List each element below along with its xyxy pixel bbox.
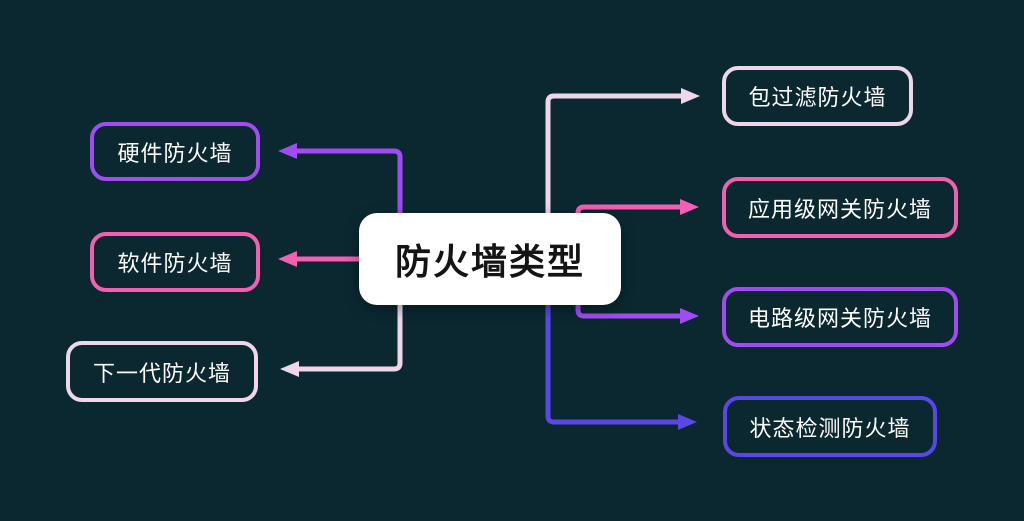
connector-app-gateway-firewall xyxy=(575,199,699,215)
connector-stateful-inspection-firewall xyxy=(545,303,697,430)
connector-software-firewall xyxy=(278,251,359,267)
app-gateway-firewall-label: 应用级网关防火墙 xyxy=(747,197,932,223)
stateful-inspection-firewall-label: 状态检测防火墙 xyxy=(749,416,911,442)
node-next-gen-firewall[interactable]: 下一代防火墙 xyxy=(66,341,258,402)
connector-line-next-gen xyxy=(297,303,403,372)
arrowhead-next-gen xyxy=(280,361,299,377)
connector-line-circuit-gateway xyxy=(575,303,682,319)
connector-line-hardware xyxy=(295,148,403,215)
connector-circuit-gateway-firewall xyxy=(575,303,699,324)
arrowhead-app-gateway xyxy=(680,199,699,215)
arrowhead-packet-filter xyxy=(681,88,700,104)
connector-line-app-gateway xyxy=(575,204,682,215)
packet-filter-firewall-label: 包过滤防火墙 xyxy=(748,86,887,111)
node-hardware-firewall[interactable]: 硬件防火墙 xyxy=(90,122,260,181)
software-firewall-label: 软件防火墙 xyxy=(117,252,233,277)
connector-hardware-firewall xyxy=(278,143,403,215)
node-circuit-gateway-firewall[interactable]: 电路级网关防火墙 xyxy=(722,287,958,347)
node-stateful-inspection-firewall[interactable]: 状态检测防火墙 xyxy=(723,396,937,457)
connector-line-packet-filter xyxy=(545,93,683,215)
node-center-topic[interactable]: 防火墙类型 xyxy=(359,213,621,305)
arrowhead-circuit-gateway xyxy=(680,308,699,324)
next-gen-firewall-label: 下一代防火墙 xyxy=(92,361,231,387)
circuit-gateway-firewall-label: 电路级网关防火墙 xyxy=(747,307,932,332)
node-app-gateway-firewall[interactable]: 应用级网关防火墙 xyxy=(722,177,958,238)
arrowhead-software xyxy=(278,251,297,267)
hardware-firewall-label: 硬件防火墙 xyxy=(117,141,233,167)
center-topic-label: 防火墙类型 xyxy=(394,242,585,283)
node-software-firewall[interactable]: 软件防火墙 xyxy=(90,232,260,292)
connector-packet-filter-firewall xyxy=(545,88,700,215)
arrowhead-hardware xyxy=(278,143,297,159)
node-packet-filter-firewall[interactable]: 包过滤防火墙 xyxy=(722,66,913,126)
arrowhead-stateful xyxy=(678,414,697,430)
connector-line-stateful xyxy=(545,303,680,425)
connector-next-gen-firewall xyxy=(280,303,403,377)
